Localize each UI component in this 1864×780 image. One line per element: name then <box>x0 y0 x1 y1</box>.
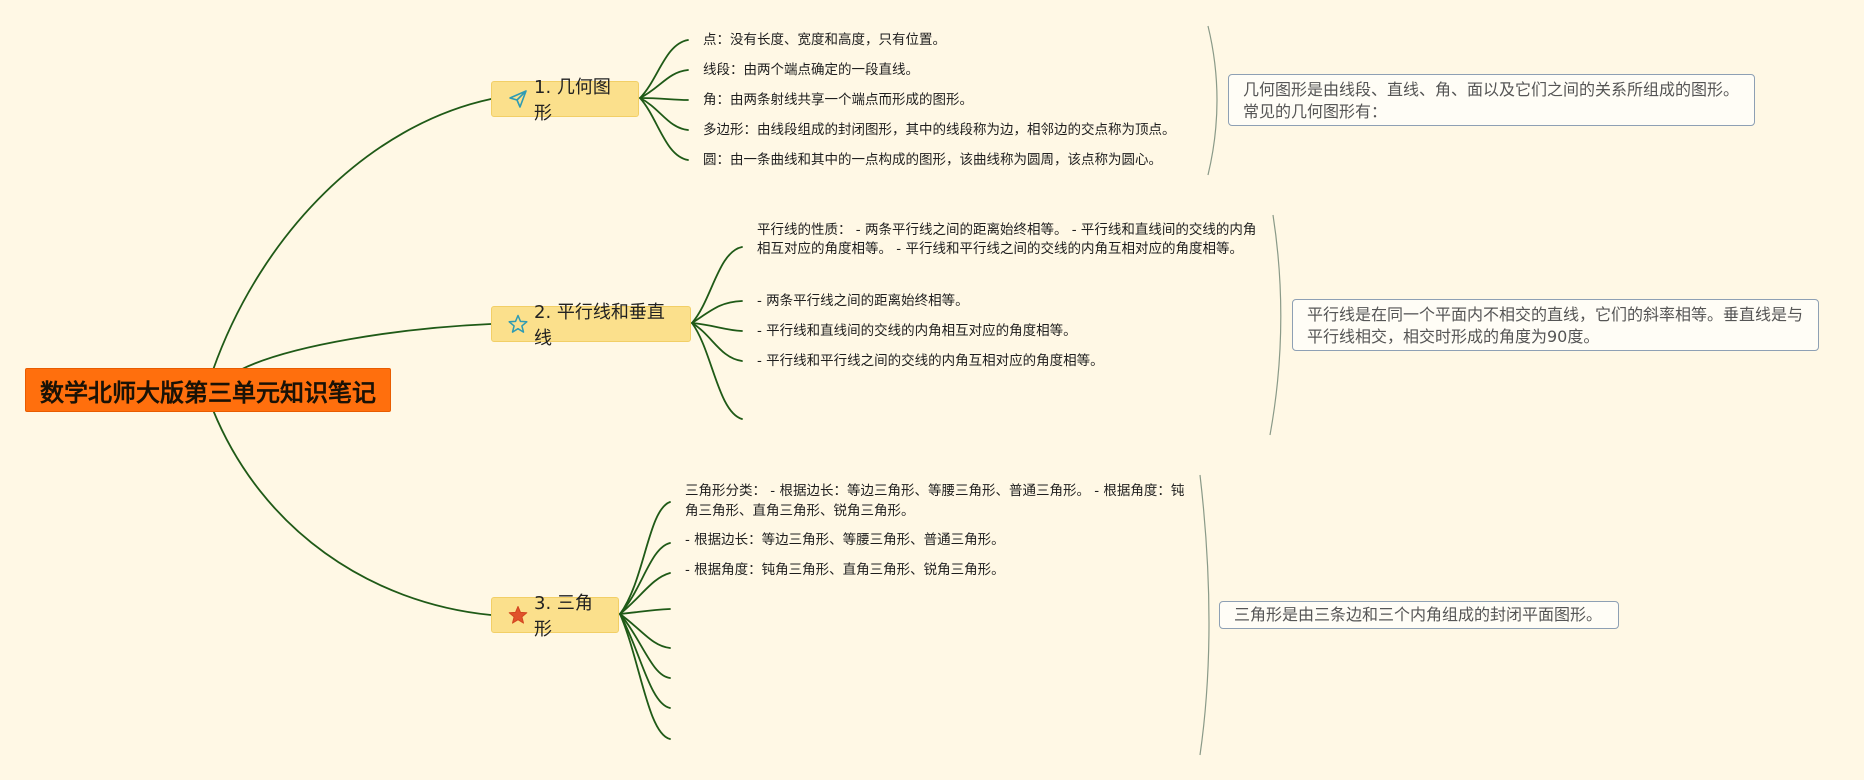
leaf-node[interactable]: 角：由两条射线共享一个端点而形成的图形。 <box>703 92 973 108</box>
topic-3-leaf-1-line <box>619 501 671 615</box>
summary-box-1[interactable]: 几何图形是由线段、直线、角、面以及它们之间的关系所组成的图形。常见的几何图形有： <box>1228 74 1755 126</box>
summary-text: 几何图形是由线段、直线、角、面以及它们之间的关系所组成的图形。常见的几何图形有： <box>1243 80 1740 121</box>
summary-box-2[interactable]: 平行线是在同一个平面内不相交的直线，它们的斜率相等。垂直线是与平行线相交，相交时… <box>1292 299 1819 351</box>
topic-triangles[interactable]: 3. 三角形 <box>491 593 619 640</box>
topic-geometric-shapes[interactable]: 1. 几何图形 <box>491 77 639 124</box>
topic-3-leaf-6-line <box>619 613 671 679</box>
topic-2-leaf-5-line <box>691 322 743 420</box>
root-to-topic-1-line <box>212 98 492 371</box>
topic-3-leaf-7-line <box>619 613 671 709</box>
topic-3-leaf-2-line <box>619 542 671 615</box>
topic-3-leaf-4-line <box>619 608 671 615</box>
leaf-node[interactable]: - 根据角度：钝角三角形、直角三角形、锐角三角形。 <box>685 562 1005 578</box>
leaf-node[interactable]: - 根据边长：等边三角形、等腰三角形、普通三角形。 <box>685 532 1005 548</box>
leaf-node[interactable]: - 平行线和平行线之间的交线的内角互相对应的角度相等。 <box>757 353 1104 369</box>
topic-1-leaf-1-line <box>639 39 689 99</box>
summary-text: 三角形是由三条边和三个内角组成的封闭平面图形。 <box>1234 605 1603 624</box>
paper-plane-icon <box>508 89 528 109</box>
star-filled-icon <box>508 605 528 625</box>
topic-label: 1. 几何图形 <box>534 77 611 124</box>
root-topic-label: 数学北师大版第三单元知识笔记 <box>40 378 376 407</box>
leaf-node[interactable]: 点：没有长度、宽度和高度，只有位置。 <box>703 32 946 48</box>
leaf-node[interactable]: 三角形分类： - 根据边长：等边三角形、等腰三角形、普通三角形。 - 根据角度：… <box>685 483 1185 519</box>
leaf-node[interactable]: 平行线的性质： - 两条平行线之间的距离始终相等。 - 平行线和直线间的交线的内… <box>757 222 1257 257</box>
topic-2-leaf-3-line <box>691 322 743 332</box>
summary-bracket-1 <box>1207 25 1218 176</box>
topic-2-leaf-2-line <box>691 300 743 324</box>
summary-bracket-3 <box>1199 474 1210 756</box>
root-topic[interactable]: 数学北师大版第三单元知识笔记 <box>25 368 391 412</box>
leaf-node[interactable]: 圆：由一条曲线和其中的一点构成的图形，该曲线称为圆周，该点称为圆心。 <box>703 152 1162 168</box>
topic-2-leaf-1-line <box>691 246 743 324</box>
topic-1-leaf-4-line <box>639 97 689 131</box>
topic-1-leaf-5-line <box>639 97 689 161</box>
root-to-topic-2-line <box>239 323 492 371</box>
star-outline-icon <box>508 314 528 334</box>
topic-3-leaf-3-line <box>619 572 671 615</box>
leaf-node[interactable]: 线段：由两个端点确定的一段直线。 <box>703 62 919 78</box>
summary-text: 平行线是在同一个平面内不相交的直线，它们的斜率相等。垂直线是与平行线相交，相交时… <box>1307 305 1804 346</box>
topic-parallel-perpendicular[interactable]: 2. 平行线和垂直线 <box>491 302 691 349</box>
topic-2-leaf-4-line <box>691 322 743 362</box>
leaf-node[interactable]: - 平行线和直线间的交线的内角相互对应的角度相等。 <box>757 323 1077 339</box>
summary-bracket-2 <box>1269 214 1282 436</box>
topic-label: 2. 平行线和垂直线 <box>534 302 665 349</box>
leaf-node[interactable]: 多边形：由线段组成的封闭图形，其中的线段称为边，相邻边的交点称为顶点。 <box>703 122 1176 138</box>
topic-3-leaf-5-line <box>619 613 671 649</box>
root-to-topic-3-line <box>212 409 492 616</box>
topic-1-leaf-2-line <box>639 69 689 99</box>
topic-1-leaf-3-line <box>639 97 689 101</box>
summary-box-3[interactable]: 三角形是由三条边和三个内角组成的封闭平面图形。 <box>1219 601 1619 629</box>
leaf-node[interactable]: - 两条平行线之间的距离始终相等。 <box>757 293 969 309</box>
topic-label: 3. 三角形 <box>534 593 593 640</box>
topic-3-leaf-8-line <box>619 613 671 740</box>
